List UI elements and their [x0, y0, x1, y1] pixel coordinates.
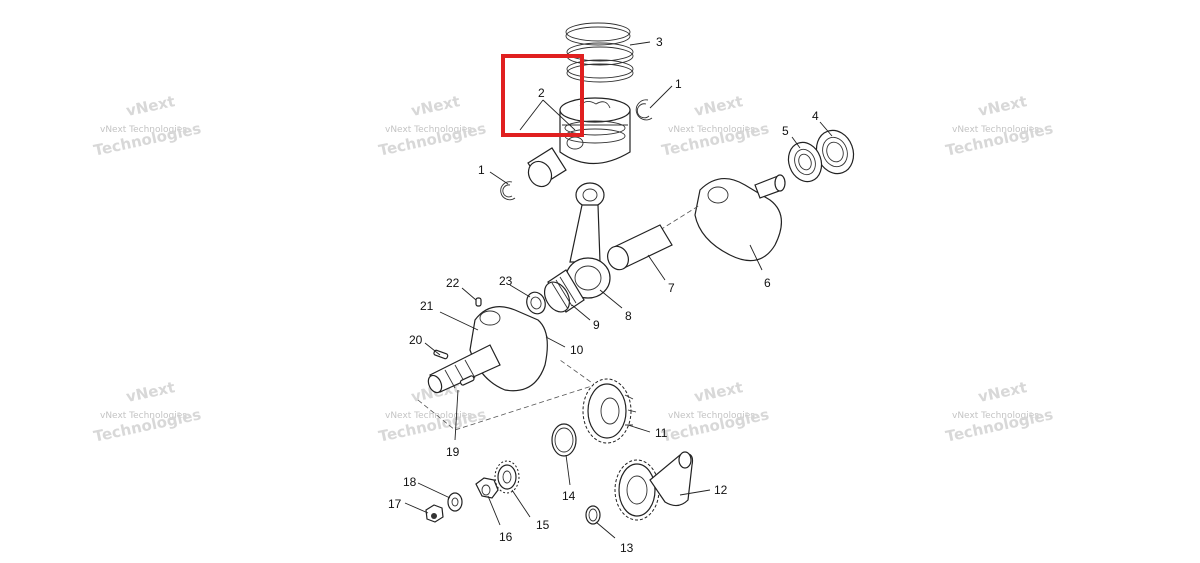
watermark-big-text: vNext [124, 378, 176, 406]
callout-19: 19 [446, 445, 460, 459]
highlight-box [501, 54, 584, 137]
nut-16[interactable] [475, 477, 499, 499]
callout-20: 20 [409, 333, 423, 347]
balancer-shaft-12[interactable] [614, 451, 694, 521]
piston[interactable] [559, 97, 631, 164]
callout-13: 13 [620, 541, 634, 555]
dowel-pin-22[interactable] [475, 297, 482, 307]
callout-1: 1 [675, 77, 682, 91]
callout-12: 12 [714, 483, 728, 497]
watermark: vNext Technologies vNext Technologies [660, 92, 771, 159]
bearing-5[interactable] [783, 138, 827, 187]
nut-17[interactable] [425, 504, 444, 523]
thrust-washer-23[interactable] [524, 290, 548, 317]
callout-16: 16 [499, 530, 513, 544]
watermark-small-text: vNext Technologies [668, 411, 755, 421]
callout-17: 17 [388, 497, 402, 511]
callout-3: 3 [656, 35, 663, 49]
callout-6: 6 [764, 276, 771, 290]
watermark-small-text: vNext Technologies [385, 125, 472, 135]
callout-22: 22 [446, 276, 460, 290]
watermark-big-text: vNext [409, 92, 461, 120]
callout-21: 21 [420, 299, 434, 313]
callout-15: 15 [536, 518, 550, 532]
washer-14[interactable] [551, 423, 577, 457]
callout-9: 9 [593, 318, 600, 332]
callout-4: 4 [812, 109, 819, 123]
watermark: vNext Technologies vNext Technologies [944, 92, 1055, 159]
callout-7: 7 [668, 281, 675, 295]
piston-rings[interactable] [565, 22, 634, 83]
watermark: vNext Technologies vNext Technologies [660, 378, 771, 445]
washer-18[interactable] [447, 492, 463, 512]
callout-10: 10 [570, 343, 584, 357]
crank-pin[interactable] [604, 224, 673, 273]
callout-8: 8 [625, 309, 632, 323]
watermark: vNext Technologies vNext Technologies [92, 92, 203, 159]
callout-1: 1 [478, 163, 485, 177]
watermark: vNext Technologies vNext Technologies [944, 378, 1055, 445]
watermark-small-text: vNext Technologies [100, 411, 187, 421]
washer-13[interactable] [585, 505, 601, 525]
watermark: vNext Technologies vNext Technologies [92, 378, 203, 445]
leader-lines [404, 41, 833, 539]
watermark-small-text: vNext Technologies [952, 125, 1039, 135]
callout-23: 23 [499, 274, 513, 288]
piston-pin[interactable] [524, 147, 567, 191]
crankshaft-left-half[interactable] [426, 306, 548, 395]
watermark-small-text: vNext Technologies [100, 125, 187, 135]
key-19[interactable] [459, 375, 475, 386]
callout-5: 5 [782, 124, 789, 138]
watermark-big-text: vNext [976, 92, 1028, 120]
gear-15[interactable] [494, 460, 520, 494]
watermark-big-text: vNext [124, 92, 176, 120]
watermark-big-text: vNext [692, 378, 744, 406]
needle-bearing[interactable] [539, 269, 585, 316]
circlip-left[interactable] [500, 181, 516, 201]
callout-11: 11 [655, 426, 668, 440]
watermark-small-text: vNext Technologies [668, 125, 755, 135]
callout-labels: 3 1 2 1 4 5 6 7 8 9 10 11 12 13 14 15 16… [388, 35, 819, 555]
callout-18: 18 [403, 475, 417, 489]
watermark-big-text: vNext [692, 92, 744, 120]
callout-14: 14 [562, 489, 576, 503]
watermark: vNext Technologies vNext Technologies [377, 92, 488, 159]
watermark-big-text: vNext [976, 378, 1028, 406]
circlip-top[interactable] [635, 99, 653, 121]
crankshaft-right-half[interactable] [659, 174, 786, 262]
watermark-small-text: vNext Technologies [385, 411, 472, 421]
watermark-small-text: vNext Technologies [952, 411, 1039, 421]
gear-11[interactable] [582, 378, 637, 444]
callout-2: 2 [538, 86, 545, 100]
